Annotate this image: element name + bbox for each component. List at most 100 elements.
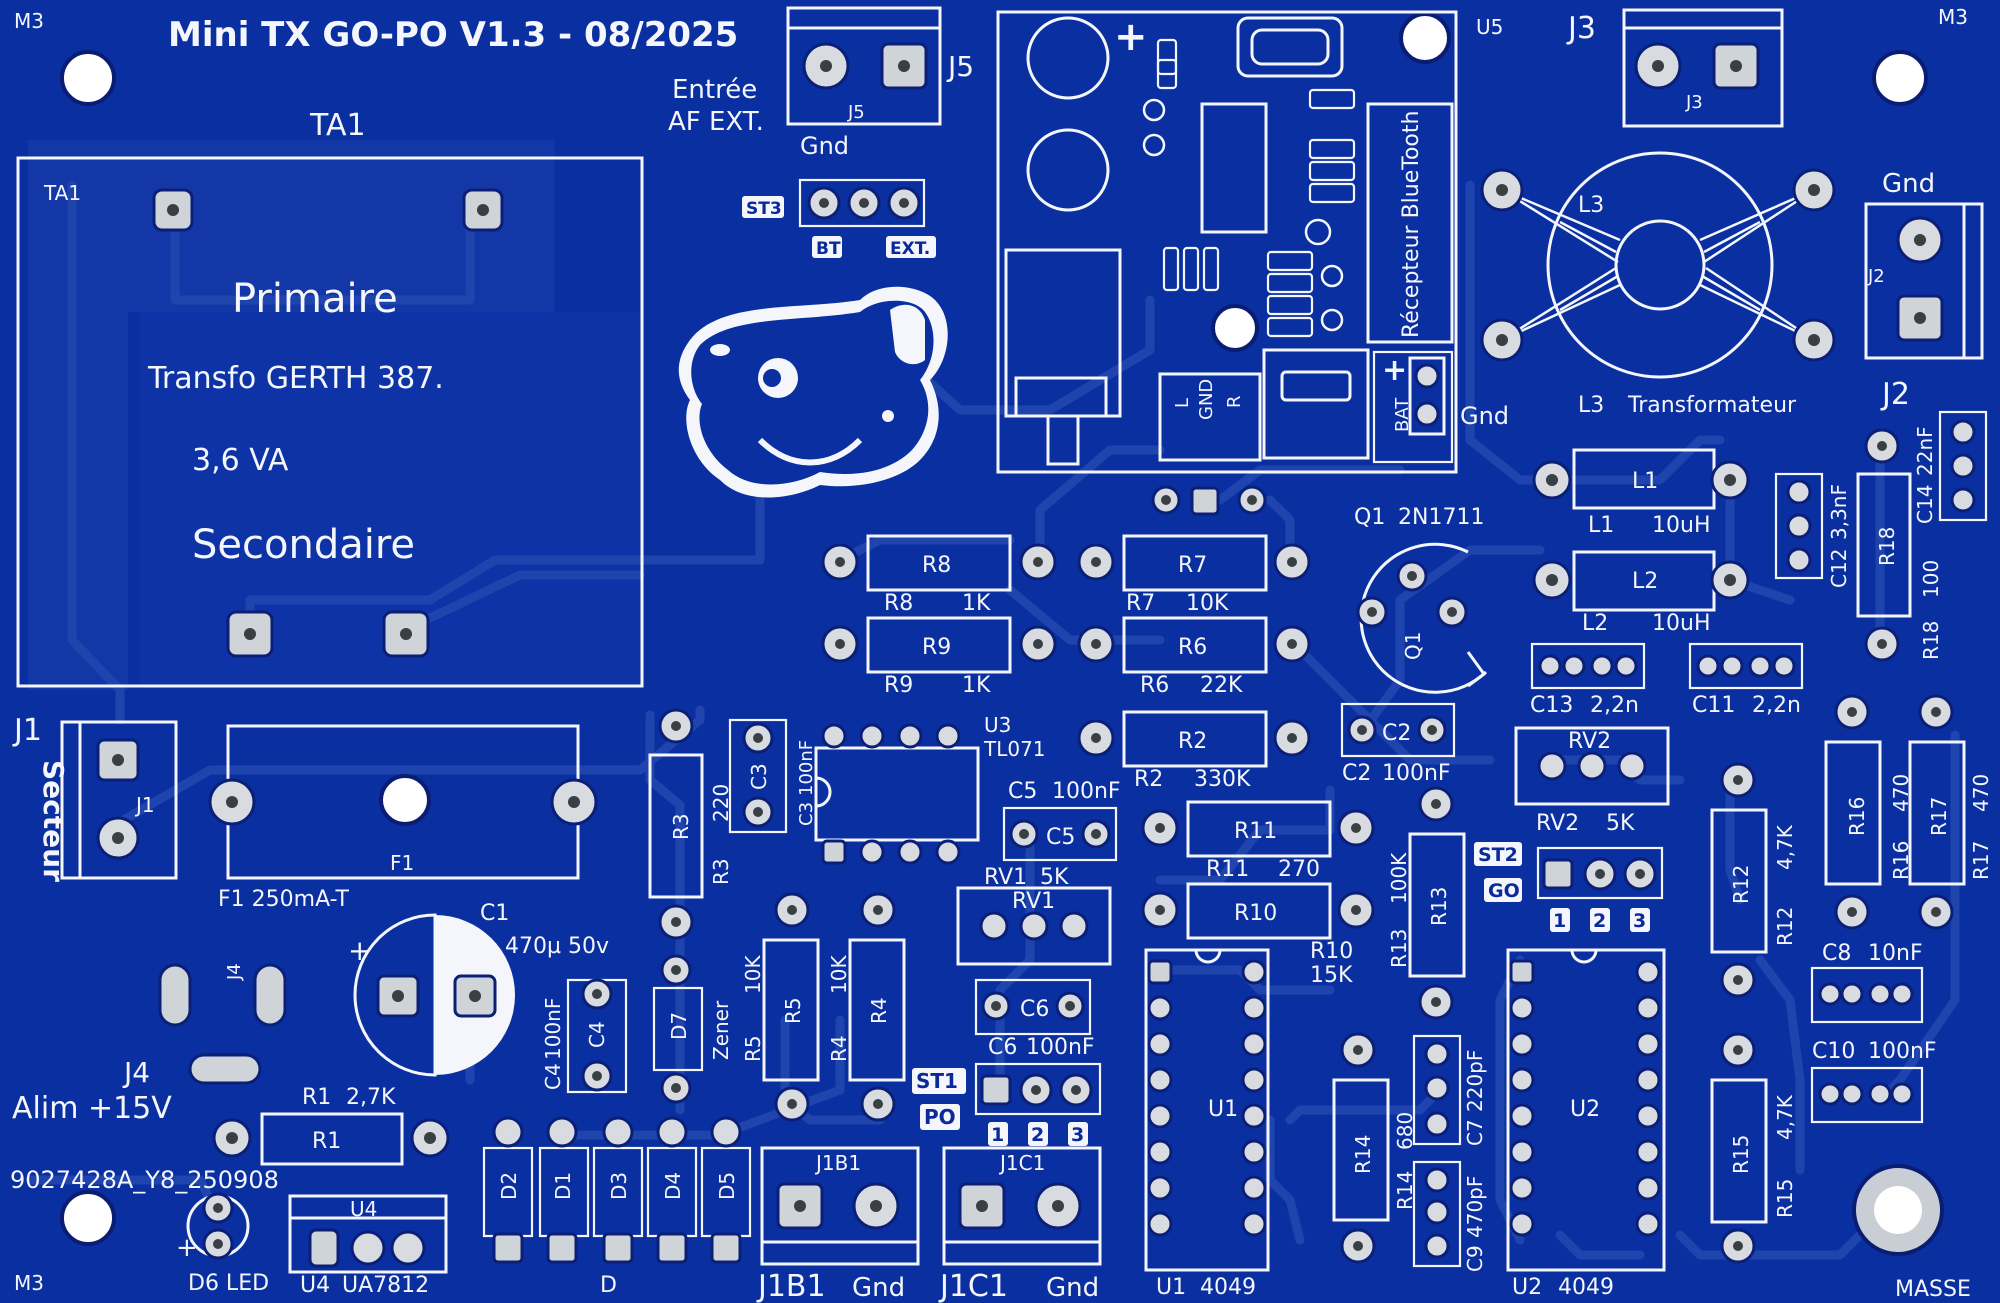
u2-pin bbox=[1509, 1067, 1535, 1093]
resistor-r18: R18 R18 100 bbox=[1856, 428, 1943, 662]
f1-value: F1 250mA-T bbox=[218, 887, 350, 912]
u2-pin bbox=[1635, 1211, 1661, 1237]
diode-pad bbox=[656, 1232, 688, 1264]
r6-ref: R6 bbox=[1140, 673, 1169, 698]
diode-pad bbox=[492, 1116, 524, 1148]
connector-j4: J4 J4 Alim +15V bbox=[12, 963, 287, 1126]
r2-ref: R2 bbox=[1134, 767, 1163, 792]
rv2-ref: RV2 bbox=[1536, 811, 1579, 836]
u1-pin bbox=[1147, 1139, 1173, 1165]
c1-plus: + bbox=[348, 934, 371, 967]
l3-ref-inner: L3 bbox=[1578, 193, 1604, 218]
corner-label-tr: M3 bbox=[1938, 5, 1968, 29]
r15-value: 4,7K bbox=[1773, 1094, 1797, 1140]
bt-plus-top: + bbox=[1114, 14, 1148, 60]
board-title: Mini TX GO-PO V1.3 - 08/2025 bbox=[168, 15, 738, 55]
c11-ref: C11 bbox=[1692, 693, 1735, 718]
l1-ref-inner: L1 bbox=[1632, 469, 1658, 494]
u1-pin bbox=[1241, 1175, 1267, 1201]
pot-rv2: RV2 RV2 5K bbox=[1514, 726, 1670, 836]
d7-ref: D7 bbox=[667, 1012, 691, 1040]
c9-ref: C9 bbox=[1463, 1245, 1487, 1272]
capacitor-c11: C11 2,2n bbox=[1688, 642, 1804, 718]
r6-value: 22K bbox=[1200, 673, 1243, 698]
c10-ref: C10 bbox=[1812, 1039, 1855, 1064]
j1-ref: J1 bbox=[12, 713, 42, 748]
r13-ref: R13 bbox=[1387, 929, 1411, 968]
u1-pin bbox=[1147, 1175, 1173, 1201]
c6-value: 100nF bbox=[1026, 1035, 1095, 1060]
r3-ref-inner: R3 bbox=[669, 813, 693, 840]
u1-pin bbox=[1147, 1103, 1173, 1129]
r14-ref-inner: R14 bbox=[1351, 1135, 1375, 1174]
header-3pin bbox=[1151, 485, 1267, 516]
c4-value: 100nF bbox=[541, 998, 565, 1060]
zener-label: Zener bbox=[709, 1000, 733, 1060]
rv1-value: 5K bbox=[1040, 865, 1069, 890]
st2-n2: 2 bbox=[1593, 910, 1606, 932]
corner-label-tl: M3 bbox=[14, 9, 44, 33]
r17-ref: R17 bbox=[1969, 841, 1993, 880]
bt-r-label: R bbox=[1224, 395, 1245, 408]
u3-pin bbox=[859, 723, 885, 749]
capacitor-c14: C14 22nF bbox=[1913, 410, 1988, 524]
inductor-l1: L1 L1 10uH bbox=[1532, 448, 1750, 538]
j2-ref-inner: J2 bbox=[1867, 266, 1885, 287]
j1b1-gnd: Gnd bbox=[852, 1273, 905, 1303]
ic-u1: U1 U1 4049 bbox=[1144, 948, 1270, 1300]
j1c1-ref: J1C1 bbox=[938, 1269, 1008, 1303]
led-d6: + D6 LED bbox=[176, 1192, 269, 1296]
c12-ref: C12 bbox=[1827, 549, 1851, 588]
rv2-value: 5K bbox=[1606, 811, 1635, 836]
j3-ref: J3 bbox=[1566, 11, 1596, 46]
d1-label: D1 bbox=[551, 1172, 575, 1200]
c5-ref: C5 bbox=[1008, 779, 1037, 804]
capacitor-c1: + C1 470µ 50v bbox=[348, 901, 609, 1077]
u2-pin bbox=[1509, 1211, 1535, 1237]
d6-label: D6 LED bbox=[188, 1271, 269, 1296]
u1-pin bbox=[1147, 995, 1173, 1021]
u4-ref: U4 bbox=[300, 1273, 330, 1298]
r9-value: 1K bbox=[962, 673, 991, 698]
r8-ref: R8 bbox=[884, 591, 913, 616]
r18-value: 100 bbox=[1919, 560, 1943, 598]
u1-pin bbox=[1241, 1211, 1267, 1237]
ic-u3: U3 TL071 bbox=[814, 713, 1046, 865]
d5-label: D5 bbox=[715, 1172, 739, 1200]
r15-ref: R15 bbox=[1773, 1179, 1797, 1218]
l3-label: Transformateur bbox=[1627, 393, 1797, 418]
r15-ref-inner: R15 bbox=[1729, 1135, 1753, 1174]
connector-j1b1: J1B1 J1B1 Gnd bbox=[756, 1146, 920, 1303]
q1-value: 2N1711 bbox=[1398, 505, 1484, 530]
bt-receiver-label: Récepteur BlueTooth bbox=[1399, 111, 1424, 338]
c12-value: 3,3nF bbox=[1827, 484, 1851, 540]
u3-pin bbox=[935, 839, 961, 865]
q1-ref-inner: Q1 bbox=[1401, 632, 1425, 660]
connector-j3: J3 J3 bbox=[1566, 8, 1784, 128]
l2-ref-inner: L2 bbox=[1632, 569, 1658, 594]
bt-l-label: L bbox=[1172, 398, 1193, 408]
ta1-ref-top: TA1 bbox=[309, 108, 366, 143]
r18-ref: R18 bbox=[1919, 621, 1943, 660]
u1-ref-inner: U1 bbox=[1208, 1097, 1238, 1122]
c3-ref-inner: C3 bbox=[747, 763, 771, 790]
c13-ref: C13 bbox=[1530, 693, 1573, 718]
u1-ref: U1 bbox=[1156, 1275, 1186, 1300]
connector-j1: J1 J1 Secteur bbox=[12, 713, 178, 882]
c7-value: 220pF bbox=[1463, 1050, 1487, 1112]
corner-label-bl: M3 bbox=[14, 1271, 44, 1295]
r4-ref: R4 bbox=[827, 1035, 851, 1062]
resistor-r17: R17 R17 470 bbox=[1908, 694, 1993, 930]
u1-pin bbox=[1147, 1031, 1173, 1057]
capacitor-c3: C3 C3 100nF bbox=[728, 718, 817, 834]
u5-ref: U5 bbox=[1476, 15, 1503, 39]
r3-ref: R3 bbox=[709, 858, 733, 885]
c4-ref: C4 bbox=[541, 1063, 565, 1090]
connector-j5: J5 J5 Entrée AF EXT. Gnd bbox=[668, 6, 974, 160]
c14-value: 22nF bbox=[1913, 426, 1937, 476]
u2-pin bbox=[1635, 1031, 1661, 1057]
diode-pad bbox=[546, 1116, 578, 1148]
u2-pin bbox=[1509, 959, 1535, 985]
c5-value: 100nF bbox=[1052, 779, 1121, 804]
r16-ref-inner: R16 bbox=[1845, 797, 1869, 836]
